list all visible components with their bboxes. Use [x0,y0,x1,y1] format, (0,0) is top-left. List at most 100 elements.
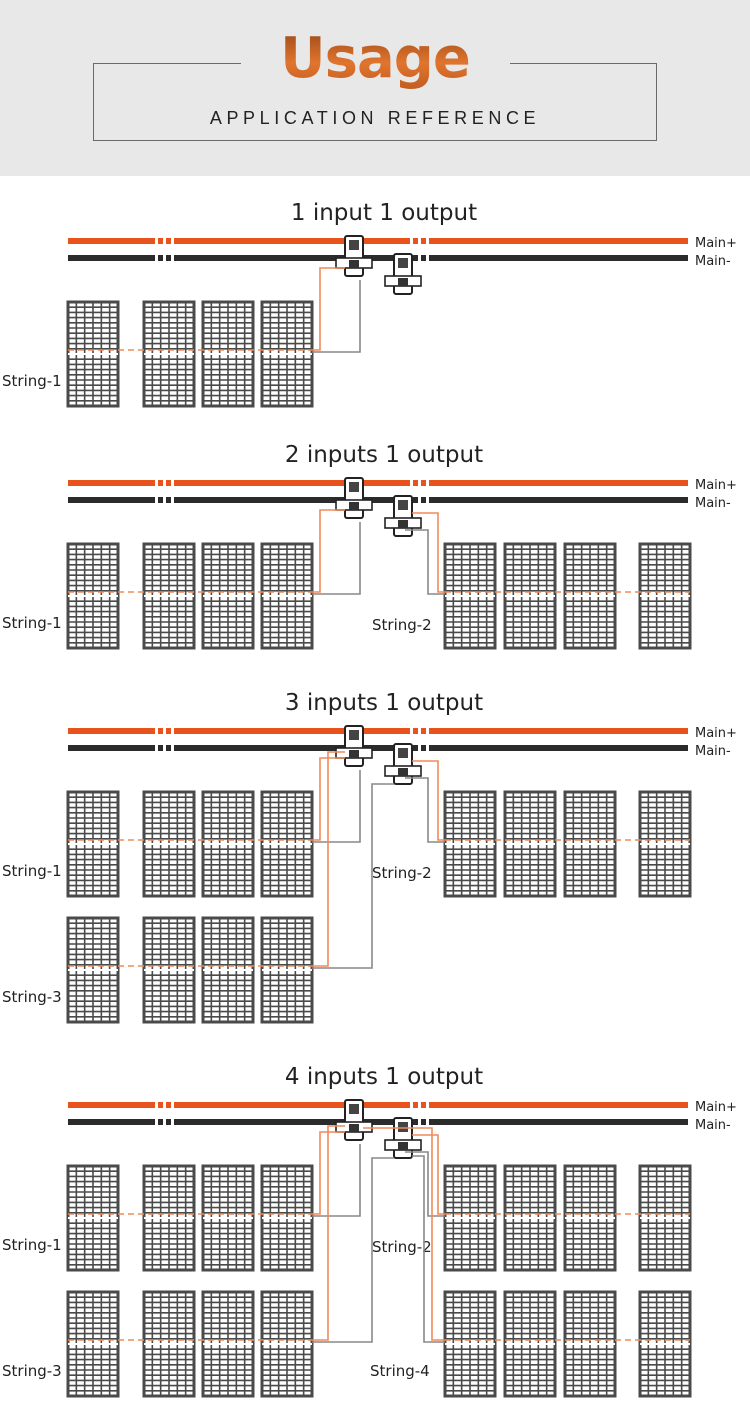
negative-bus-bar [68,745,688,751]
solar-panel [201,916,255,1024]
connector-hub [349,750,359,758]
connector-top [398,1122,408,1132]
solar-panel [563,542,617,650]
positive-bus-bar [68,238,688,244]
branch-connector [384,253,422,295]
positive-bus-bar [68,1102,688,1108]
main-minus-label: Main- [695,744,731,759]
bus-break-mark [163,744,166,752]
string-label: String-4 [370,1362,430,1380]
bus-break-mark [418,727,421,735]
solar-panel [66,1164,120,1272]
positive-wire [312,1131,345,1215]
solar-panel [66,542,120,650]
bus-break-mark [426,237,429,245]
solar-panel [638,1164,692,1272]
solar-panel [66,300,120,408]
branch-connector [335,725,373,767]
positive-wire [412,512,445,593]
header-banner: Usage APPLICATION REFERENCE [0,0,750,176]
branch-connector [335,477,373,519]
solar-panel [201,1290,255,1398]
string-label: String-2 [372,864,432,882]
connector-top [349,482,359,492]
string-label: String-3 [2,1362,62,1380]
string-label: String-1 [2,614,62,632]
bus-break-mark [155,744,158,752]
page-title: Usage [0,20,750,98]
bus-break-mark [418,744,421,752]
solar-panel [563,1290,617,1398]
solar-panel [66,1290,120,1398]
bus-break-mark [155,727,158,735]
bus-break-mark [171,496,174,504]
bus-break-mark [171,744,174,752]
bus-break-mark [426,744,429,752]
bus-break-mark [410,479,413,487]
string-label: String-2 [372,616,432,634]
positive-wire [312,751,345,967]
bus-break-mark [410,1101,413,1109]
bus-break-mark [163,1118,166,1126]
bus-break-mark [163,1101,166,1109]
main-plus-label: Main+ [695,236,737,251]
solar-panel [638,542,692,650]
solar-panel [563,1164,617,1272]
negative-bus-bar [68,497,688,503]
header-frame-top-right [510,63,657,64]
solar-panel [201,542,255,650]
connector-hub [349,260,359,268]
section-title: 1 input 1 output [291,200,477,226]
main-plus-label: Main+ [695,478,737,493]
bus-break-mark [155,1118,158,1126]
section-title: 2 inputs 1 output [285,442,483,468]
bus-break-mark [418,237,421,245]
connector-hub [349,1124,359,1132]
bus-break-mark [410,237,413,245]
solar-panel [503,542,557,650]
bus-break-mark [155,479,158,487]
solar-panel [142,790,196,898]
bus-break-mark [418,1118,421,1126]
solar-panel [260,300,314,408]
negative-bus-bar [68,1119,688,1125]
solar-panel [66,916,120,1024]
page-subtitle: APPLICATION REFERENCE [209,108,541,128]
positive-wire [312,757,345,841]
positive-wire [312,1125,345,1341]
connector-hub [398,520,408,528]
branch-connector [335,235,373,277]
connector-hub [349,502,359,510]
branch-connector [384,495,422,537]
main-plus-label: Main+ [695,726,737,741]
string-label: String-1 [2,372,62,390]
bus-break-mark [426,727,429,735]
main-plus-label: Main+ [695,1100,737,1115]
bus-break-mark [418,1101,421,1109]
bus-break-mark [426,254,429,262]
bus-break-mark [171,727,174,735]
solar-panel [563,790,617,898]
positive-wire [312,267,345,351]
bus-break-mark [155,237,158,245]
negative-wire [312,1157,394,1343]
negative-wire [312,280,361,353]
solar-panel [638,790,692,898]
string-label: String-1 [2,862,62,880]
header-frame-top-left [93,63,241,64]
bus-break-mark [163,496,166,504]
solar-panel [260,1164,314,1272]
bus-break-mark [163,254,166,262]
solar-panel [142,300,196,408]
bus-break-mark [155,496,158,504]
negative-wire [405,777,445,843]
bus-break-mark [426,479,429,487]
solar-panel [260,542,314,650]
solar-panel [201,300,255,408]
bus-break-mark [418,496,421,504]
solar-panel [201,790,255,898]
solar-panel [503,790,557,898]
bus-break-mark [163,479,166,487]
solar-panel [443,542,497,650]
solar-panel [142,542,196,650]
